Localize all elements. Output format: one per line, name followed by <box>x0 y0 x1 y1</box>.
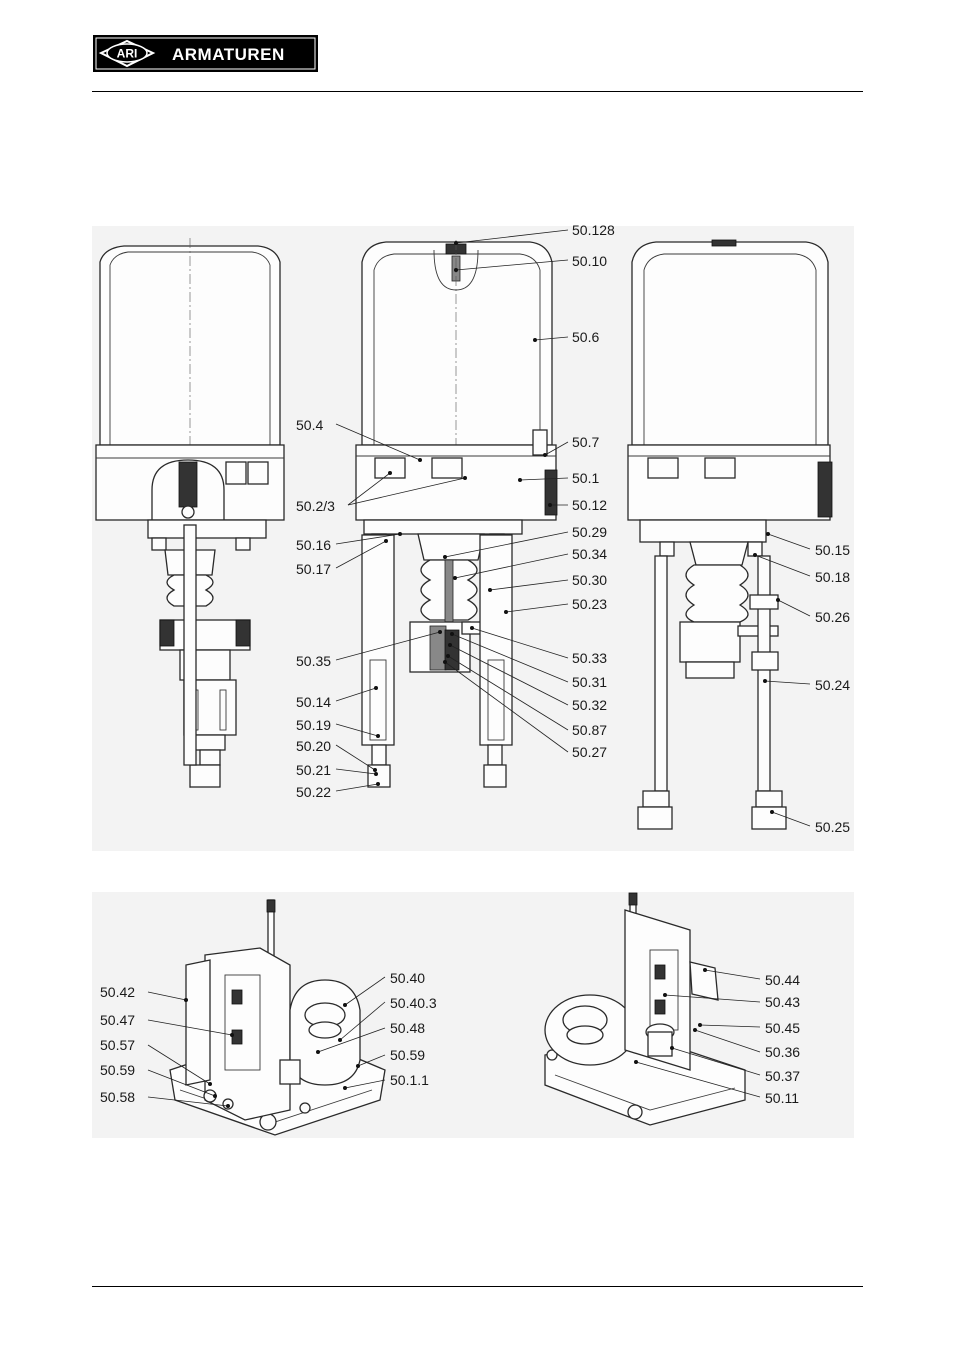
callout-label: 50.15 <box>815 542 850 558</box>
callout-label: 50.20 <box>296 738 331 754</box>
callout-label: 50.31 <box>572 674 607 690</box>
callout-label: 50.33 <box>572 650 607 666</box>
callout-label: 50.59 <box>390 1047 425 1063</box>
callout-label: 50.27 <box>572 744 607 760</box>
callout-label: 50.10 <box>572 253 607 269</box>
callout-label: 50.25 <box>815 819 850 835</box>
callout-label: 50.22 <box>296 784 331 800</box>
callout-label: 50.36 <box>765 1044 800 1060</box>
callout-label: 50.29 <box>572 524 607 540</box>
callout-label: 50.42 <box>100 984 135 1000</box>
callout-label: 50.34 <box>572 546 607 562</box>
callout-label: 50.59 <box>100 1062 135 1078</box>
callout-label: 50.1.1 <box>390 1072 429 1088</box>
callout-label: 50.40.3 <box>390 995 437 1011</box>
callout-label: 50.11 <box>765 1090 799 1106</box>
callout-label: 50.35 <box>296 653 331 669</box>
callout-label: 50.26 <box>815 609 850 625</box>
callout-label: 50.47 <box>100 1012 135 1028</box>
callout-label: 50.58 <box>100 1089 135 1105</box>
callout-label: 50.16 <box>296 537 331 553</box>
callout-label: 50.18 <box>815 569 850 585</box>
callout-label: 50.40 <box>390 970 425 986</box>
callout-label: 50.57 <box>100 1037 135 1053</box>
callout-label: 50.44 <box>765 972 800 988</box>
callout-label: 50.45 <box>765 1020 800 1036</box>
actuator-rear-view <box>628 240 832 829</box>
callout-label: 50.87 <box>572 722 607 738</box>
callout-label: 50.23 <box>572 596 607 612</box>
callout-label: 50.48 <box>390 1020 425 1036</box>
callout-label: 50.32 <box>572 697 607 713</box>
callout-label: 50.24 <box>815 677 850 693</box>
internal-assembly-right <box>545 893 745 1125</box>
callout-label: 50.7 <box>572 434 599 450</box>
callout-label: 50.19 <box>296 717 331 733</box>
callout-label: 50.12 <box>572 497 607 513</box>
callout-label: 50.2/3 <box>296 498 335 514</box>
callout-label: 50.21 <box>296 762 331 778</box>
callout-label: 50.6 <box>572 329 599 345</box>
callout-label: 50.43 <box>765 994 800 1010</box>
callout-label: 50.30 <box>572 572 607 588</box>
callout-label: 50.37 <box>765 1068 800 1084</box>
callout-label: 50.1 <box>572 470 599 486</box>
actuator-front-view <box>96 238 284 790</box>
callout-label: 50.17 <box>296 561 331 577</box>
callout-label: 50.128 <box>572 222 615 238</box>
callout-label: 50.14 <box>296 694 331 710</box>
callout-label: 50.4 <box>296 417 323 433</box>
internal-assembly-left <box>170 900 385 1135</box>
